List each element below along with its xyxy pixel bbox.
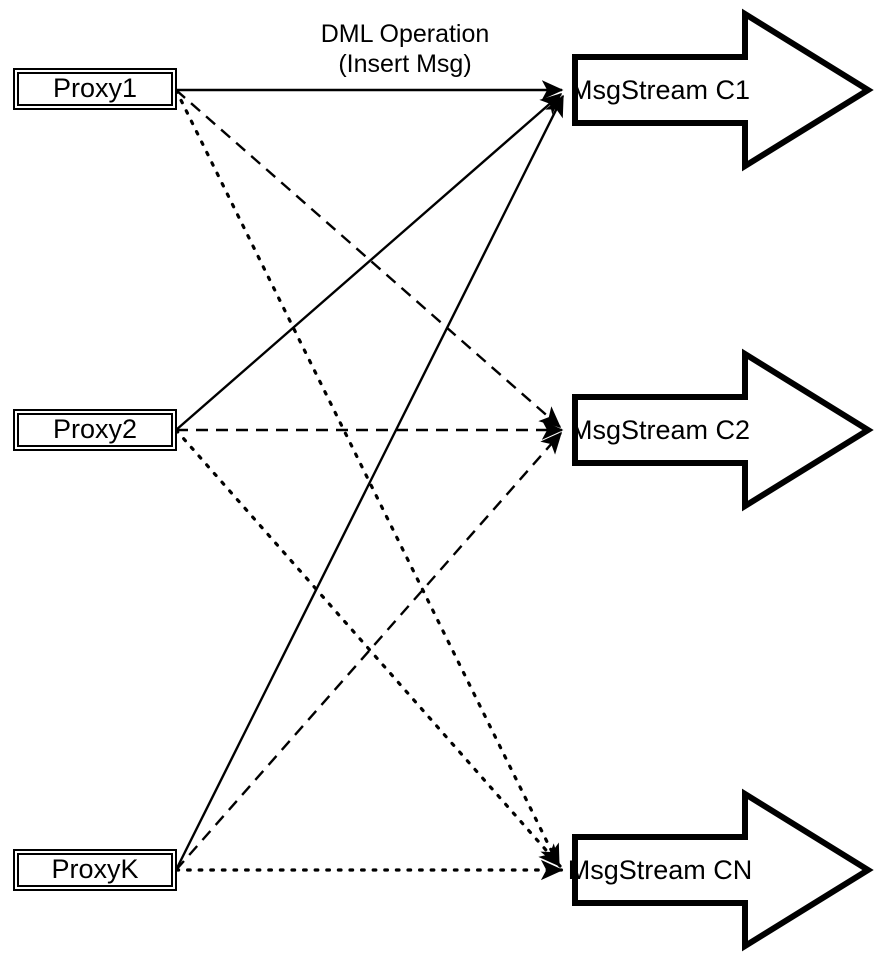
stream-label-cn: MsgStream CN [568, 855, 753, 885]
link-proxyk-to-stream-c1[interactable] [174, 94, 565, 871]
stream-arrow-shape-c2[interactable] [572, 348, 874, 512]
link-proxy2-to-stream-cn[interactable] [174, 428, 562, 868]
edge-label-dml-operation: DML Operation (Insert Msg) [321, 20, 490, 78]
stream-label-c1: MsgStream C1 [570, 75, 750, 105]
link-proxy2-to-stream-c1[interactable] [175, 93, 563, 431]
proxy-box-inner-k [17, 853, 173, 887]
edge-label-line-2: (Insert Msg) [338, 50, 471, 78]
stream-label-c2: MsgStream C2 [570, 415, 750, 445]
proxy-box-inner-2 [17, 413, 173, 447]
stream-group-c1[interactable]: MsgStream C1 [570, 8, 874, 172]
proxy-group-1[interactable]: Proxy1 [13, 68, 177, 110]
proxy-label-k: ProxyK [51, 854, 138, 884]
link-proxy1-to-stream-c2[interactable] [175, 89, 562, 428]
stream-group-c2[interactable]: MsgStream C2 [570, 348, 874, 512]
proxy-group-k[interactable]: ProxyK [13, 849, 177, 891]
stream-arrow-shape-cn[interactable] [572, 788, 874, 952]
proxy-group-2[interactable]: Proxy2 [13, 409, 177, 451]
stream-group-cn[interactable]: MsgStream CN [568, 788, 874, 952]
proxy-box-inner-1 [17, 72, 173, 106]
link-proxy1-to-stream-cn[interactable] [174, 88, 561, 868]
link-proxyk-to-stream-c2[interactable] [175, 431, 562, 871]
proxy-label-1: Proxy1 [53, 73, 137, 103]
stream-arrow-shape-c1[interactable] [572, 8, 874, 172]
proxy-label-2: Proxy2 [53, 414, 137, 444]
edge-label-line-1: DML Operation [321, 20, 490, 48]
